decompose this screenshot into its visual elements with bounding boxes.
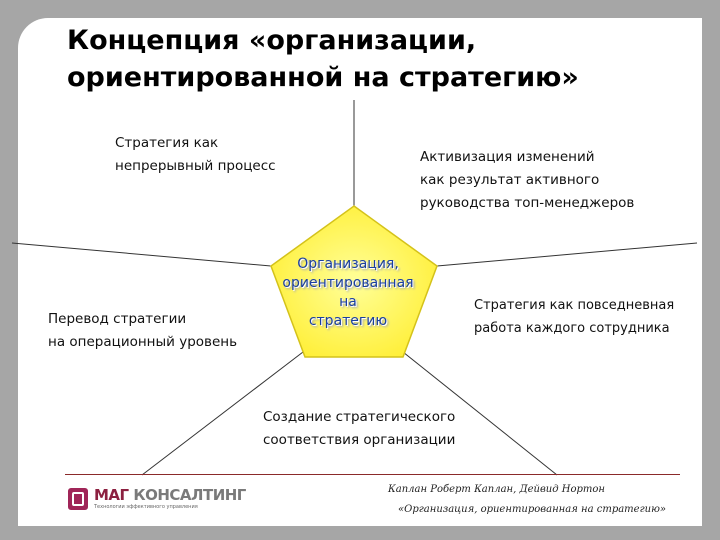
center-line-1: Организация, [297, 256, 399, 272]
label-line: Активизация изменений [420, 149, 595, 165]
label-line: Стратегия как [115, 135, 219, 151]
label-line: Перевод стратегии [48, 311, 187, 327]
center-label: Организация, ориентированная на стратеги… [268, 255, 428, 331]
label-line: руководства топ-менеджеров [420, 195, 635, 211]
logo-wordmark: МАГ КОНСАЛТИНГ [94, 486, 246, 504]
label-line: непрерывный процесс [115, 158, 276, 174]
company-logo: МАГ КОНСАЛТИНГ Технологии эффективного у… [68, 486, 246, 516]
spoke-right [436, 242, 698, 267]
label-line: соответствия организации [263, 432, 456, 448]
logo-mark-icon [68, 488, 88, 510]
spoke-left [11, 242, 272, 267]
label-line: как результат активного [420, 172, 600, 188]
label-strategic-alignment: Создание стратегического соответствия ор… [263, 406, 455, 452]
spoke-bottom-right [402, 351, 558, 476]
title-line-1: Концепция «организации, [67, 25, 477, 56]
center-line-3: на [339, 294, 357, 310]
slide-title: Концепция «организации, ориентированной … [67, 22, 667, 96]
label-change-activation: Активизация изменений как результат акти… [420, 146, 634, 215]
source-book-title: «Организация, ориентированная на стратег… [398, 504, 666, 515]
source-authors: Каплан Роберт Каплан, Дейвид Нортон [388, 484, 605, 495]
footer-divider [65, 474, 680, 475]
label-line: Создание стратегического [263, 409, 456, 425]
label-line: на операционный уровень [48, 334, 238, 350]
title-line-2: ориентированной на стратегию» [67, 62, 579, 93]
spoke-bottom-left [141, 351, 304, 476]
label-line: Стратегия как повседневная [474, 298, 675, 313]
center-pentagon [270, 205, 438, 358]
label-operational-translation: Перевод стратегии на операционный уровен… [48, 308, 237, 354]
logo-tagline: Технологии эффективного управления [94, 504, 198, 510]
logo-word-1: МАГ [94, 486, 129, 504]
center-line-4: стратегию [308, 313, 388, 329]
label-everyday-work: Стратегия как повседневная работа каждог… [474, 294, 674, 340]
center-line-2: ориентированная [282, 275, 414, 291]
logo-word-2: КОНСАЛТИНГ [133, 486, 246, 504]
label-line: работа каждого сотрудника [474, 321, 670, 336]
label-continuous-process: Стратегия как непрерывный процесс [115, 132, 276, 178]
